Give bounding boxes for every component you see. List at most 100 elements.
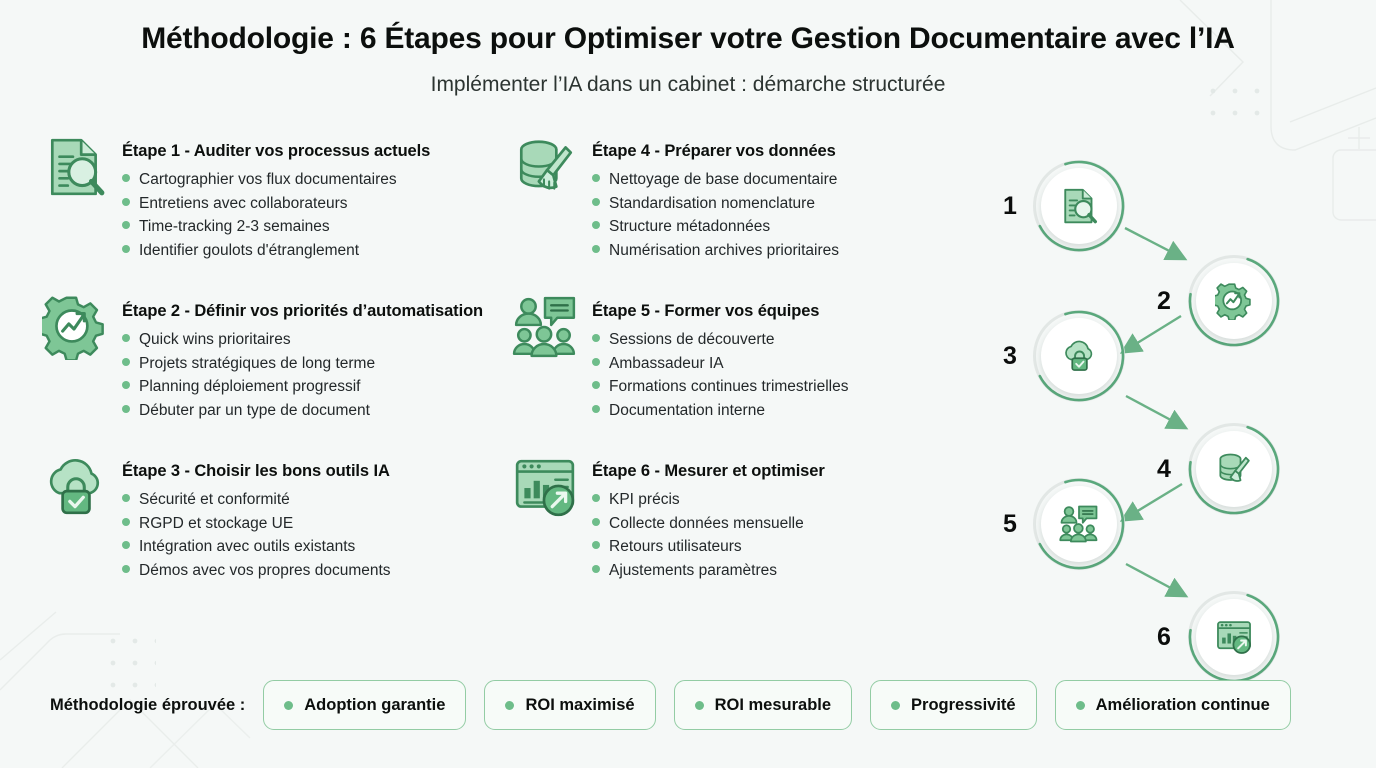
gear-chart-icon: [38, 294, 108, 362]
node-icon-disc: [1196, 263, 1272, 339]
list-item: Ambassadeur IA: [592, 352, 848, 376]
step-title: Étape 4 - Préparer vos données: [592, 142, 836, 160]
step-card-1: Étape 1 - Auditer vos processus actuels …: [42, 138, 512, 300]
node-icon-disc: [1041, 486, 1117, 562]
flow-node-3[interactable]: [1033, 310, 1125, 402]
bullet-dot-icon: [122, 564, 130, 573]
badge-adoption-garantie[interactable]: Adoption garantie: [263, 680, 467, 730]
node-progress-arc: [1033, 160, 1125, 252]
step-bullets: Quick wins prioritaires Projets stratégi…: [122, 328, 483, 422]
bullet-dot-icon: [122, 357, 130, 366]
node-icon-disc: [1041, 318, 1117, 394]
bullet-dot-icon: [891, 700, 901, 710]
step-card-3: Étape 3 - Choisir les bons outils IA Séc…: [42, 459, 512, 620]
flow-number-4: 4: [1157, 455, 1171, 483]
flow-node-5[interactable]: [1033, 478, 1125, 570]
bullet-dot-icon: [592, 517, 600, 526]
node-progress-arc: [1033, 310, 1125, 402]
team-chat-icon: [1059, 505, 1098, 543]
bullet-dot-icon: [122, 381, 130, 390]
node-icon-disc: [1196, 599, 1272, 675]
list-item: Structure métadonnées: [592, 215, 839, 239]
list-item: Ajustements paramètres: [592, 559, 825, 583]
flow-node-6[interactable]: [1188, 591, 1280, 683]
step-bullets: Nettoyage de base documentaire Standardi…: [592, 168, 839, 262]
list-item: Entretiens avec collaborateurs: [122, 192, 430, 216]
bullet-dot-icon: [122, 197, 130, 206]
bullet-dot-icon: [505, 700, 515, 710]
badge-label: Progressivité: [911, 695, 1016, 714]
step-title: Étape 5 - Former vos équipes: [592, 302, 820, 320]
bullet-dot-icon: [284, 700, 294, 710]
node-progress-arc: [1188, 423, 1280, 515]
bullet-dot-icon: [592, 221, 600, 230]
list-item: Projets stratégiques de long terme: [122, 352, 483, 376]
list-item: Documentation interne: [592, 399, 848, 423]
bullet-dot-icon: [122, 334, 130, 342]
bullet-dot-icon: [592, 564, 600, 573]
database-broom-icon: [512, 134, 578, 200]
list-item: Collecte données mensuelle: [592, 512, 825, 536]
node-progress-arc: [1033, 478, 1125, 570]
bullet-dot-icon: [592, 174, 600, 182]
flow-number-1: 1: [1003, 192, 1017, 220]
flow-node-4[interactable]: [1188, 423, 1280, 515]
step-title: Étape 3 - Choisir les bons outils IA: [122, 462, 390, 480]
flow-node-2[interactable]: [1188, 255, 1280, 347]
bullet-dot-icon: [592, 244, 600, 253]
step-bullets: Sécurité et conformité RGPD et stockage …: [122, 488, 391, 582]
list-item: Time-tracking 2-3 semaines: [122, 215, 430, 239]
bullet-dot-icon: [592, 334, 600, 342]
list-item: Débuter par un type de document: [122, 399, 483, 423]
list-item: Sessions de découverte: [592, 328, 848, 352]
footer-badges: Adoption garantie ROI maximisé ROI mesur…: [263, 680, 1291, 730]
bullet-dot-icon: [592, 541, 600, 550]
flow-number-6: 6: [1157, 623, 1171, 651]
flow-number-5: 5: [1003, 510, 1017, 538]
badge-label: Adoption garantie: [304, 695, 446, 714]
badge-roi-maximise[interactable]: ROI maximisé: [484, 680, 656, 730]
flow-number-3: 3: [1003, 342, 1017, 370]
cloud-lock-icon: [1065, 340, 1093, 371]
steps-grid: Étape 1 - Auditer vos processus actuels …: [38, 138, 942, 620]
list-item: Numérisation archives prioritaires: [592, 239, 839, 263]
page-subtitle: Implémenter l’IA dans un cabinet : démar…: [430, 72, 946, 96]
bullet-dot-icon: [122, 517, 130, 526]
dashboard-analytics-icon: [512, 454, 578, 520]
step-bullets: KPI précis Collecte données mensuelle Re…: [592, 488, 825, 582]
step-title: Étape 6 - Mesurer et optimiser: [592, 462, 825, 480]
badge-label: ROI maximisé: [525, 695, 635, 714]
list-item: Démos avec vos propres documents: [122, 559, 391, 583]
list-item: Nettoyage de base documentaire: [592, 168, 839, 192]
list-item: Intégration avec outils existants: [122, 535, 391, 559]
list-item: Retours utilisateurs: [592, 535, 825, 559]
node-progress-arc: [1188, 591, 1280, 683]
list-item: RGPD et stockage UE: [122, 512, 391, 536]
page-title: Méthodologie : 6 Étapes pour Optimiser v…: [141, 22, 1235, 55]
footer-bar: Méthodologie éprouvée : Adoption garanti…: [50, 680, 1291, 730]
badge-amelioration-continue[interactable]: Amélioration continue: [1054, 680, 1291, 730]
step-bullets: Sessions de découverte Ambassadeur IA Fo…: [592, 328, 848, 422]
bullet-dot-icon: [122, 174, 130, 182]
list-item: KPI précis: [592, 488, 825, 512]
badge-label: ROI mesurable: [714, 695, 832, 714]
bullet-dot-icon: [592, 381, 600, 390]
badge-progressivite[interactable]: Progressivité: [870, 680, 1037, 730]
step-card-6: Étape 6 - Mesurer et optimiser KPI préci…: [512, 459, 942, 620]
flow-arrows: [1119, 226, 1189, 598]
document-search-icon: [42, 134, 108, 200]
flow-node-1[interactable]: [1033, 160, 1125, 252]
badge-roi-mesurable[interactable]: ROI mesurable: [673, 680, 853, 730]
step-card-4: Étape 4 - Préparer vos données Nettoyage…: [512, 140, 942, 300]
list-item: Standardisation nomenclature: [592, 192, 839, 216]
node-progress-arc: [1188, 255, 1280, 347]
bullet-dot-icon: [122, 494, 130, 502]
list-item: Planning déploiement progressif: [122, 375, 483, 399]
bullet-dot-icon: [122, 404, 130, 413]
node-icon-disc: [1041, 168, 1117, 244]
bullet-dot-icon: [1075, 700, 1085, 710]
footer-label: Méthodologie éprouvée :: [50, 695, 246, 714]
list-item: Identifier goulots d'étranglement: [122, 239, 430, 263]
bullet-dot-icon: [122, 221, 130, 230]
